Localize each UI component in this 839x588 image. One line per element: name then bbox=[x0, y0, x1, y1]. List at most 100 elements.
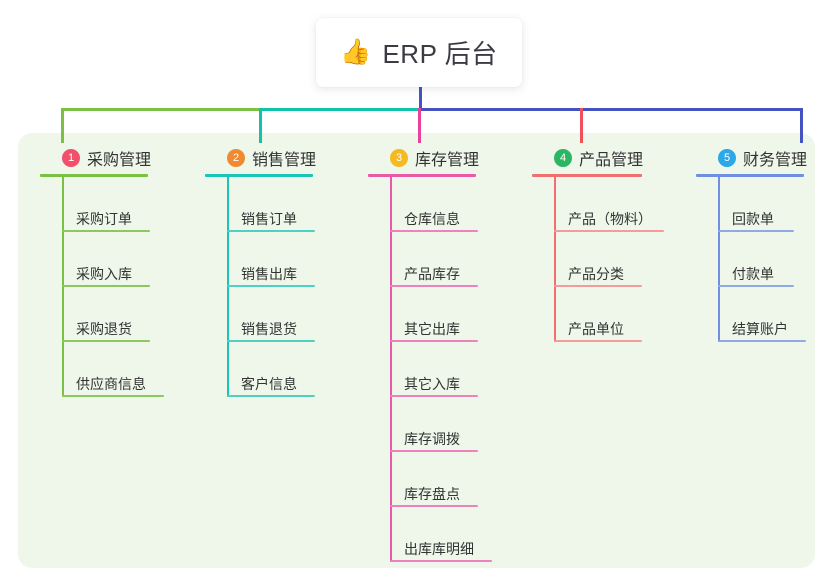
item-label: 仓库信息 bbox=[404, 211, 460, 227]
list-item[interactable]: 产品单位 bbox=[554, 287, 692, 342]
column-procurement: 1 采购管理 采购订单 采购入库 采购退货 供应商信息 bbox=[40, 146, 190, 397]
column-header-1[interactable]: 1 采购管理 bbox=[40, 146, 190, 170]
bus-segment-left bbox=[61, 108, 261, 111]
list-item[interactable]: 仓库信息 bbox=[390, 177, 518, 232]
column-rule-1 bbox=[40, 174, 148, 177]
item-label: 销售出库 bbox=[241, 266, 297, 282]
list-item[interactable]: 客户信息 bbox=[227, 342, 355, 397]
column-badge-2: 2 bbox=[227, 149, 245, 167]
column-rule-2 bbox=[205, 174, 313, 177]
column-spine-1 bbox=[62, 177, 64, 397]
item-label: 库存调拨 bbox=[404, 431, 460, 447]
list-item[interactable]: 回款单 bbox=[718, 177, 836, 232]
column-header-2[interactable]: 2 销售管理 bbox=[205, 146, 355, 170]
drop-line-5 bbox=[800, 108, 803, 143]
item-rule bbox=[554, 340, 642, 342]
item-label: 销售订单 bbox=[241, 211, 297, 227]
drop-line-1 bbox=[61, 108, 64, 143]
column-sales: 2 销售管理 销售订单 销售出库 销售退货 客户信息 bbox=[205, 146, 355, 397]
column-inventory: 3 库存管理 仓库信息 产品库存 其它出库 其它入库 库存调拨 库存盘点 bbox=[368, 146, 518, 562]
column-title-1: 采购管理 bbox=[87, 152, 152, 169]
page-title: ERP 后台 bbox=[382, 39, 498, 69]
column-rule-4 bbox=[532, 174, 642, 177]
item-rule bbox=[390, 230, 478, 232]
list-item[interactable]: 库存调拨 bbox=[390, 397, 518, 452]
bus-segment-right bbox=[418, 108, 803, 111]
list-item[interactable]: 采购入库 bbox=[62, 232, 190, 287]
item-rule bbox=[554, 285, 642, 287]
item-rule bbox=[390, 450, 478, 452]
item-label: 结算账户 bbox=[732, 321, 788, 337]
item-rule bbox=[227, 340, 315, 342]
item-rule bbox=[718, 285, 794, 287]
drop-line-4 bbox=[580, 108, 583, 143]
item-label: 采购订单 bbox=[76, 211, 132, 227]
column-finance: 5 财务管理 回款单 付款单 结算账户 bbox=[696, 146, 836, 342]
item-rule bbox=[227, 395, 315, 397]
list-item[interactable]: 库存盘点 bbox=[390, 452, 518, 507]
column-rule-5 bbox=[696, 174, 804, 177]
column-badge-1: 1 bbox=[62, 149, 80, 167]
diagram-panel bbox=[18, 133, 815, 568]
item-label: 产品分类 bbox=[568, 266, 624, 282]
list-item[interactable]: 结算账户 bbox=[718, 287, 836, 342]
list-item[interactable]: 产品库存 bbox=[390, 232, 518, 287]
item-rule bbox=[390, 340, 478, 342]
column-header-3[interactable]: 3 库存管理 bbox=[368, 146, 518, 170]
item-rule bbox=[62, 230, 150, 232]
item-rule bbox=[390, 395, 478, 397]
list-item[interactable]: 产品（物料） bbox=[554, 177, 692, 232]
item-label: 销售退货 bbox=[241, 321, 297, 337]
list-item[interactable]: 销售出库 bbox=[227, 232, 355, 287]
thumbs-up-icon: 👍 bbox=[340, 38, 372, 66]
list-item[interactable]: 产品分类 bbox=[554, 232, 692, 287]
column-badge-4: 4 bbox=[554, 149, 572, 167]
column-header-4[interactable]: 4 产品管理 bbox=[532, 146, 692, 170]
item-rule bbox=[227, 285, 315, 287]
column-rule-3 bbox=[368, 174, 476, 177]
column-title-3: 库存管理 bbox=[415, 152, 480, 169]
item-label: 出库库明细 bbox=[404, 541, 474, 557]
root-node[interactable]: 👍 ERP 后台 bbox=[316, 18, 522, 87]
column-title-4: 产品管理 bbox=[579, 152, 644, 169]
item-rule bbox=[62, 340, 150, 342]
item-label: 其它入库 bbox=[404, 376, 460, 392]
item-rule bbox=[390, 505, 478, 507]
item-rule bbox=[718, 340, 806, 342]
list-item[interactable]: 其它入库 bbox=[390, 342, 518, 397]
item-rule bbox=[718, 230, 794, 232]
item-label: 产品单位 bbox=[568, 321, 624, 337]
column-items-4: 产品（物料） 产品分类 产品单位 bbox=[532, 177, 692, 342]
item-rule bbox=[62, 395, 164, 397]
bus-segment-mid bbox=[259, 108, 420, 111]
column-items-1: 采购订单 采购入库 采购退货 供应商信息 bbox=[40, 177, 190, 397]
item-label: 采购退货 bbox=[76, 321, 132, 337]
item-rule bbox=[390, 285, 478, 287]
list-item[interactable]: 其它出库 bbox=[390, 287, 518, 342]
column-spine-4 bbox=[554, 177, 556, 342]
column-spine-2 bbox=[227, 177, 229, 397]
list-item[interactable]: 销售退货 bbox=[227, 287, 355, 342]
list-item[interactable]: 供应商信息 bbox=[62, 342, 190, 397]
root-node-content: 👍 ERP 后台 bbox=[340, 34, 497, 71]
item-rule bbox=[390, 560, 492, 562]
column-spine-3 bbox=[390, 177, 392, 562]
list-item[interactable]: 销售订单 bbox=[227, 177, 355, 232]
column-spine-5 bbox=[718, 177, 720, 342]
column-items-3: 仓库信息 产品库存 其它出库 其它入库 库存调拨 库存盘点 出库库明细 bbox=[368, 177, 518, 562]
list-item[interactable]: 采购退货 bbox=[62, 287, 190, 342]
item-label: 产品库存 bbox=[404, 266, 460, 282]
column-product: 4 产品管理 产品（物料） 产品分类 产品单位 bbox=[532, 146, 692, 342]
column-title-2: 销售管理 bbox=[252, 152, 317, 169]
column-title-5: 财务管理 bbox=[743, 152, 808, 169]
list-item[interactable]: 出库库明细 bbox=[390, 507, 518, 562]
item-label: 回款单 bbox=[732, 211, 774, 227]
list-item[interactable]: 付款单 bbox=[718, 232, 836, 287]
item-label: 产品（物料） bbox=[568, 211, 652, 227]
item-label: 采购入库 bbox=[76, 266, 132, 282]
column-items-5: 回款单 付款单 结算账户 bbox=[696, 177, 836, 342]
list-item[interactable]: 采购订单 bbox=[62, 177, 190, 232]
column-header-5[interactable]: 5 财务管理 bbox=[696, 146, 836, 170]
item-rule bbox=[227, 230, 315, 232]
drop-line-3 bbox=[418, 108, 421, 143]
